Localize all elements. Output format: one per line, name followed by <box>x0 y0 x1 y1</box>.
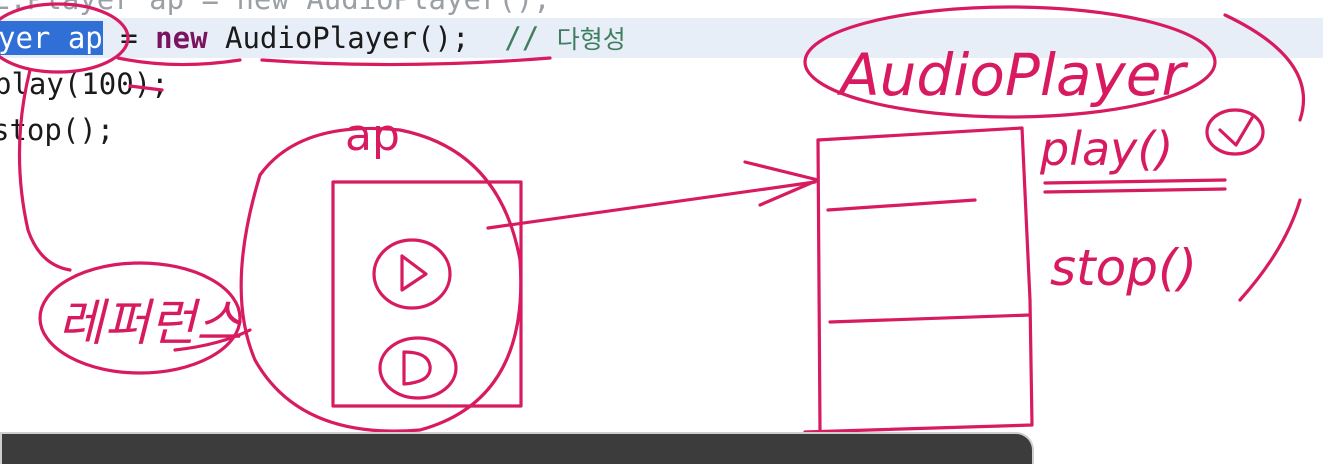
ink-method-stop: stop() <box>1050 239 1197 297</box>
code-comment-text: 다형성 <box>556 25 626 54</box>
code-keyword: new <box>155 21 208 55</box>
code-keyword: new <box>236 0 288 16</box>
ink-method-play-mark-circle <box>1205 108 1265 156</box>
ink-class-label: AudioPlayer <box>836 41 1188 109</box>
ink-reference-underline <box>173 328 252 352</box>
code-constructor: AudioPlayer(); <box>289 0 550 16</box>
ink-arrow-shaft <box>486 180 817 230</box>
ink-ap-label: ap <box>345 110 400 161</box>
ink-play-button-circle <box>372 238 452 310</box>
ink-class-divider-2 <box>828 313 1032 324</box>
ink-link-curve <box>17 68 72 272</box>
ink-play-mark <box>128 84 164 92</box>
ink-strike-2 <box>1043 187 1227 194</box>
code-operator: = <box>184 0 236 16</box>
selected-text[interactable]: yer ap <box>0 21 103 55</box>
bottom-panel-tab[interactable] <box>0 432 1034 464</box>
ink-reference-label: 레퍼런스 <box>58 294 243 352</box>
ink-strike-1 <box>1043 178 1227 185</box>
ink-underline-constructor <box>260 56 552 67</box>
ink-underline-type <box>116 56 242 67</box>
ink-check-mark <box>1218 116 1254 147</box>
ink-stop-button-circle <box>378 336 458 400</box>
code-line-1[interactable]: yer ap = new AudioPlayer(); // 다형성 <box>0 17 626 59</box>
code-comment-slashes: // <box>469 21 557 55</box>
code-variable: ap <box>132 0 184 16</box>
ink-circle-reference <box>38 261 242 375</box>
current-line-highlight <box>0 18 1323 58</box>
ink-method-play: play() <box>1039 122 1173 176</box>
ink-circle-object <box>239 126 523 433</box>
ink-stop-shape <box>402 350 432 386</box>
code-constructor: AudioPlayer(); <box>207 21 470 55</box>
ink-object-box <box>331 180 523 408</box>
ink-class-box-left <box>816 138 822 432</box>
handwritten-annotation-layer: ap AudioPlayer play() stop() 레퍼런스 <box>0 2 1306 434</box>
ink-class-divider-1 <box>826 198 977 212</box>
ink-arrow-head <box>743 160 820 207</box>
ink-edge-curve-2 <box>1238 198 1302 302</box>
ink-class-box-outline <box>803 126 1034 434</box>
ink-play-triangle <box>400 254 428 292</box>
ink-circle-variable <box>0 2 130 74</box>
code-editor[interactable]: L.Player ap = new AudioPlayer(); yer ap … <box>0 0 1323 449</box>
ink-edge-curve-1 <box>1223 13 1306 122</box>
ink-circle-class-name <box>803 5 1217 119</box>
